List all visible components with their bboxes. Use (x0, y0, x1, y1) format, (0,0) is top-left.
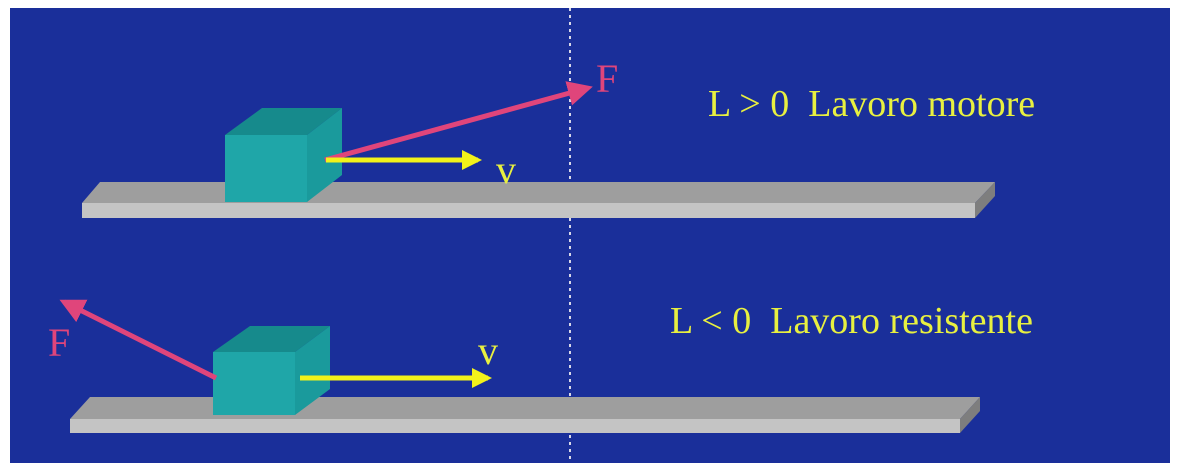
velocity-label: v (478, 328, 498, 373)
surface-bottom-front (70, 419, 960, 433)
surface-top-front (82, 203, 975, 218)
block-front-face (213, 352, 295, 415)
scene-positive-work: F v L > 0 Lavoro motore (82, 56, 1035, 218)
scene-negative-work: F v L < 0 Lavoro resistente (48, 300, 1033, 433)
scene-caption: L > 0 Lavoro motore (708, 83, 1035, 125)
force-label: F (48, 320, 70, 365)
block-front-face (225, 135, 307, 202)
surface-top (82, 182, 995, 203)
force-label: F (596, 56, 618, 101)
force-arrow (64, 302, 216, 378)
surface-bottom (70, 397, 980, 419)
scene-caption: L < 0 Lavoro resistente (670, 300, 1033, 342)
force-arrow (325, 88, 588, 160)
velocity-label: v (496, 147, 516, 192)
